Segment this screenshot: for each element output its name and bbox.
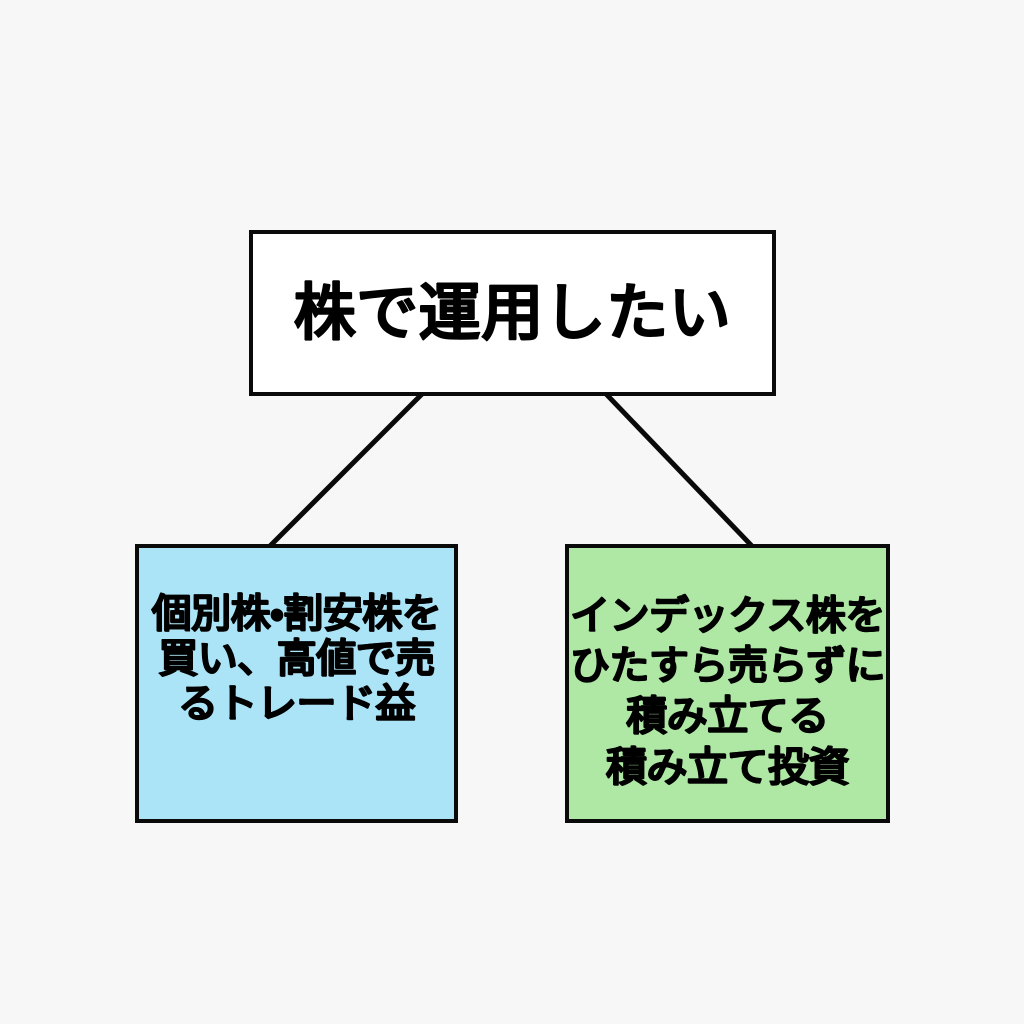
node-root-label: 株で運用したい: [293, 276, 732, 349]
node-root-stock-investment[interactable]: 株で運用したい: [249, 230, 776, 396]
node-trade-line-3: るトレード益: [178, 680, 416, 727]
node-index-line-2: ひたすら売らずに: [569, 642, 886, 689]
node-trade-line-1: 個別株・割安株を: [151, 591, 442, 637]
connector-root-to-index: [604, 392, 754, 548]
node-index-line-1: インデックス株を: [570, 593, 885, 639]
node-child-index-accumulation[interactable]: インデックス株を ひたすら売らずに 積み立てる 積み立て投資: [565, 544, 890, 823]
node-index-line-4: 積み立て投資: [606, 743, 850, 792]
connector-root-to-trade: [268, 392, 424, 548]
node-trade-line-2: 買い、高値で売: [158, 635, 435, 682]
node-child-trade-profit[interactable]: 個別株・割安株を 買い、高値で売 るトレード益: [135, 544, 458, 823]
node-index-line-3: 積み立てる: [626, 692, 829, 741]
